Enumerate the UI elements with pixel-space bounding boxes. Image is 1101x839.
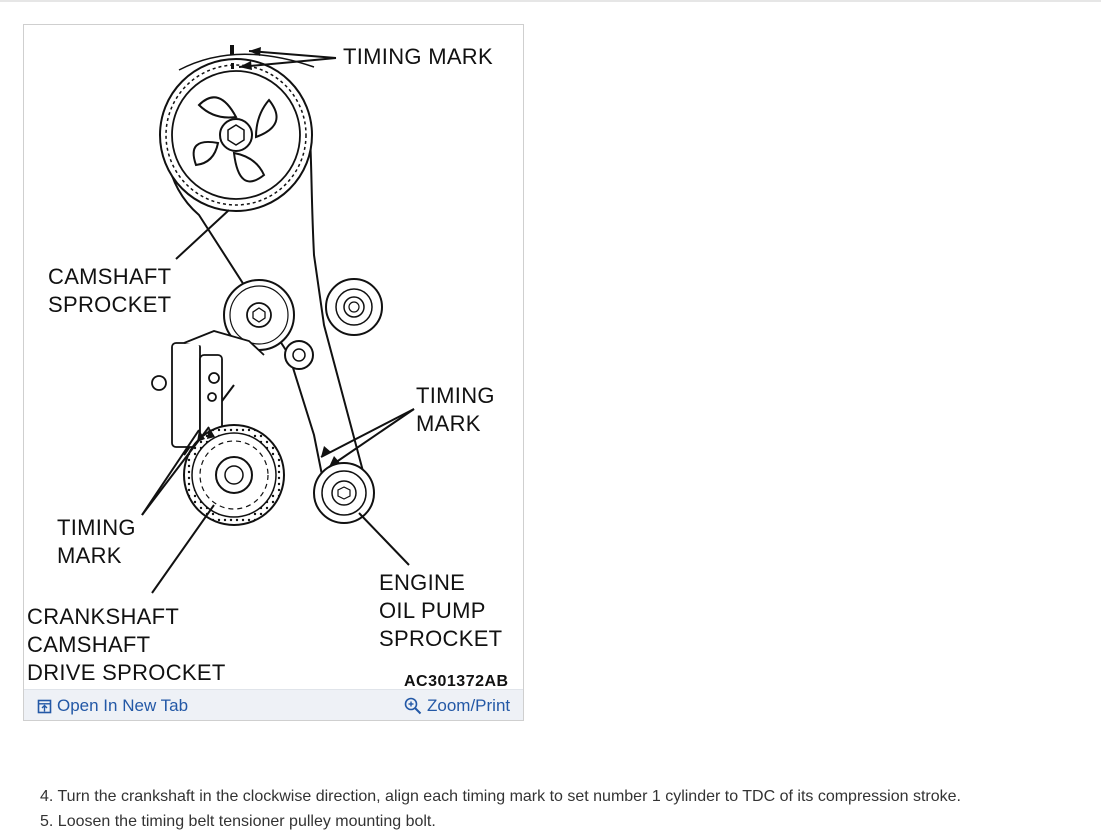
zoom-print-label: Zoom/Print bbox=[427, 696, 511, 715]
timing-belt-diagram: TIMING MARK CAMSHAFT SPROCKET TIMING MAR… bbox=[24, 25, 523, 690]
right-idler-shape bbox=[325, 278, 383, 336]
tensioner-shape bbox=[151, 330, 265, 448]
procedure-step: 5. Loosen the timing belt tensioner pull… bbox=[40, 813, 436, 830]
open-in-new-tab-icon bbox=[37, 699, 52, 713]
label-timing-mark-top: TIMING MARK bbox=[343, 44, 493, 69]
leader-lines bbox=[141, 50, 415, 594]
oil-pump-sprocket-shape bbox=[313, 462, 375, 524]
camshaft-sprocket-shape bbox=[159, 58, 313, 212]
crankshaft-sprocket-shape bbox=[183, 424, 285, 526]
label-oil-pump-sprocket: ENGINE OIL PUMP SPROCKET bbox=[379, 570, 503, 651]
open-in-new-tab-link[interactable]: Open In New Tab bbox=[37, 696, 188, 716]
timing-belt-drawing bbox=[141, 45, 415, 594]
top-border bbox=[0, 0, 1101, 2]
arrow-heads bbox=[197, 47, 340, 467]
zoom-print-link[interactable]: Zoom/Print bbox=[404, 696, 510, 716]
label-timing-mark-right: TIMING MARK bbox=[416, 383, 495, 436]
label-camshaft-sprocket: CAMSHAFT SPROCKET bbox=[48, 264, 172, 317]
zoom-in-icon bbox=[404, 697, 422, 715]
procedure-steps: 4. Turn the crankshaft in the clockwise … bbox=[40, 784, 961, 834]
figure-id: AC301372AB bbox=[404, 673, 509, 690]
label-timing-mark-left: TIMING MARK bbox=[57, 515, 136, 568]
small-pulley-shape bbox=[284, 340, 314, 370]
timing-belt-figure: TIMING MARK CAMSHAFT SPROCKET TIMING MAR… bbox=[23, 24, 524, 721]
procedure-step: 4. Turn the crankshaft in the clockwise … bbox=[40, 788, 961, 805]
label-crankshaft-sprocket: CRANKSHAFT CAMSHAFT DRIVE SPROCKET bbox=[27, 604, 226, 685]
open-in-new-tab-label: Open In New Tab bbox=[57, 696, 189, 715]
figure-toolbar: Open In New Tab Zoom/Print bbox=[24, 689, 523, 720]
